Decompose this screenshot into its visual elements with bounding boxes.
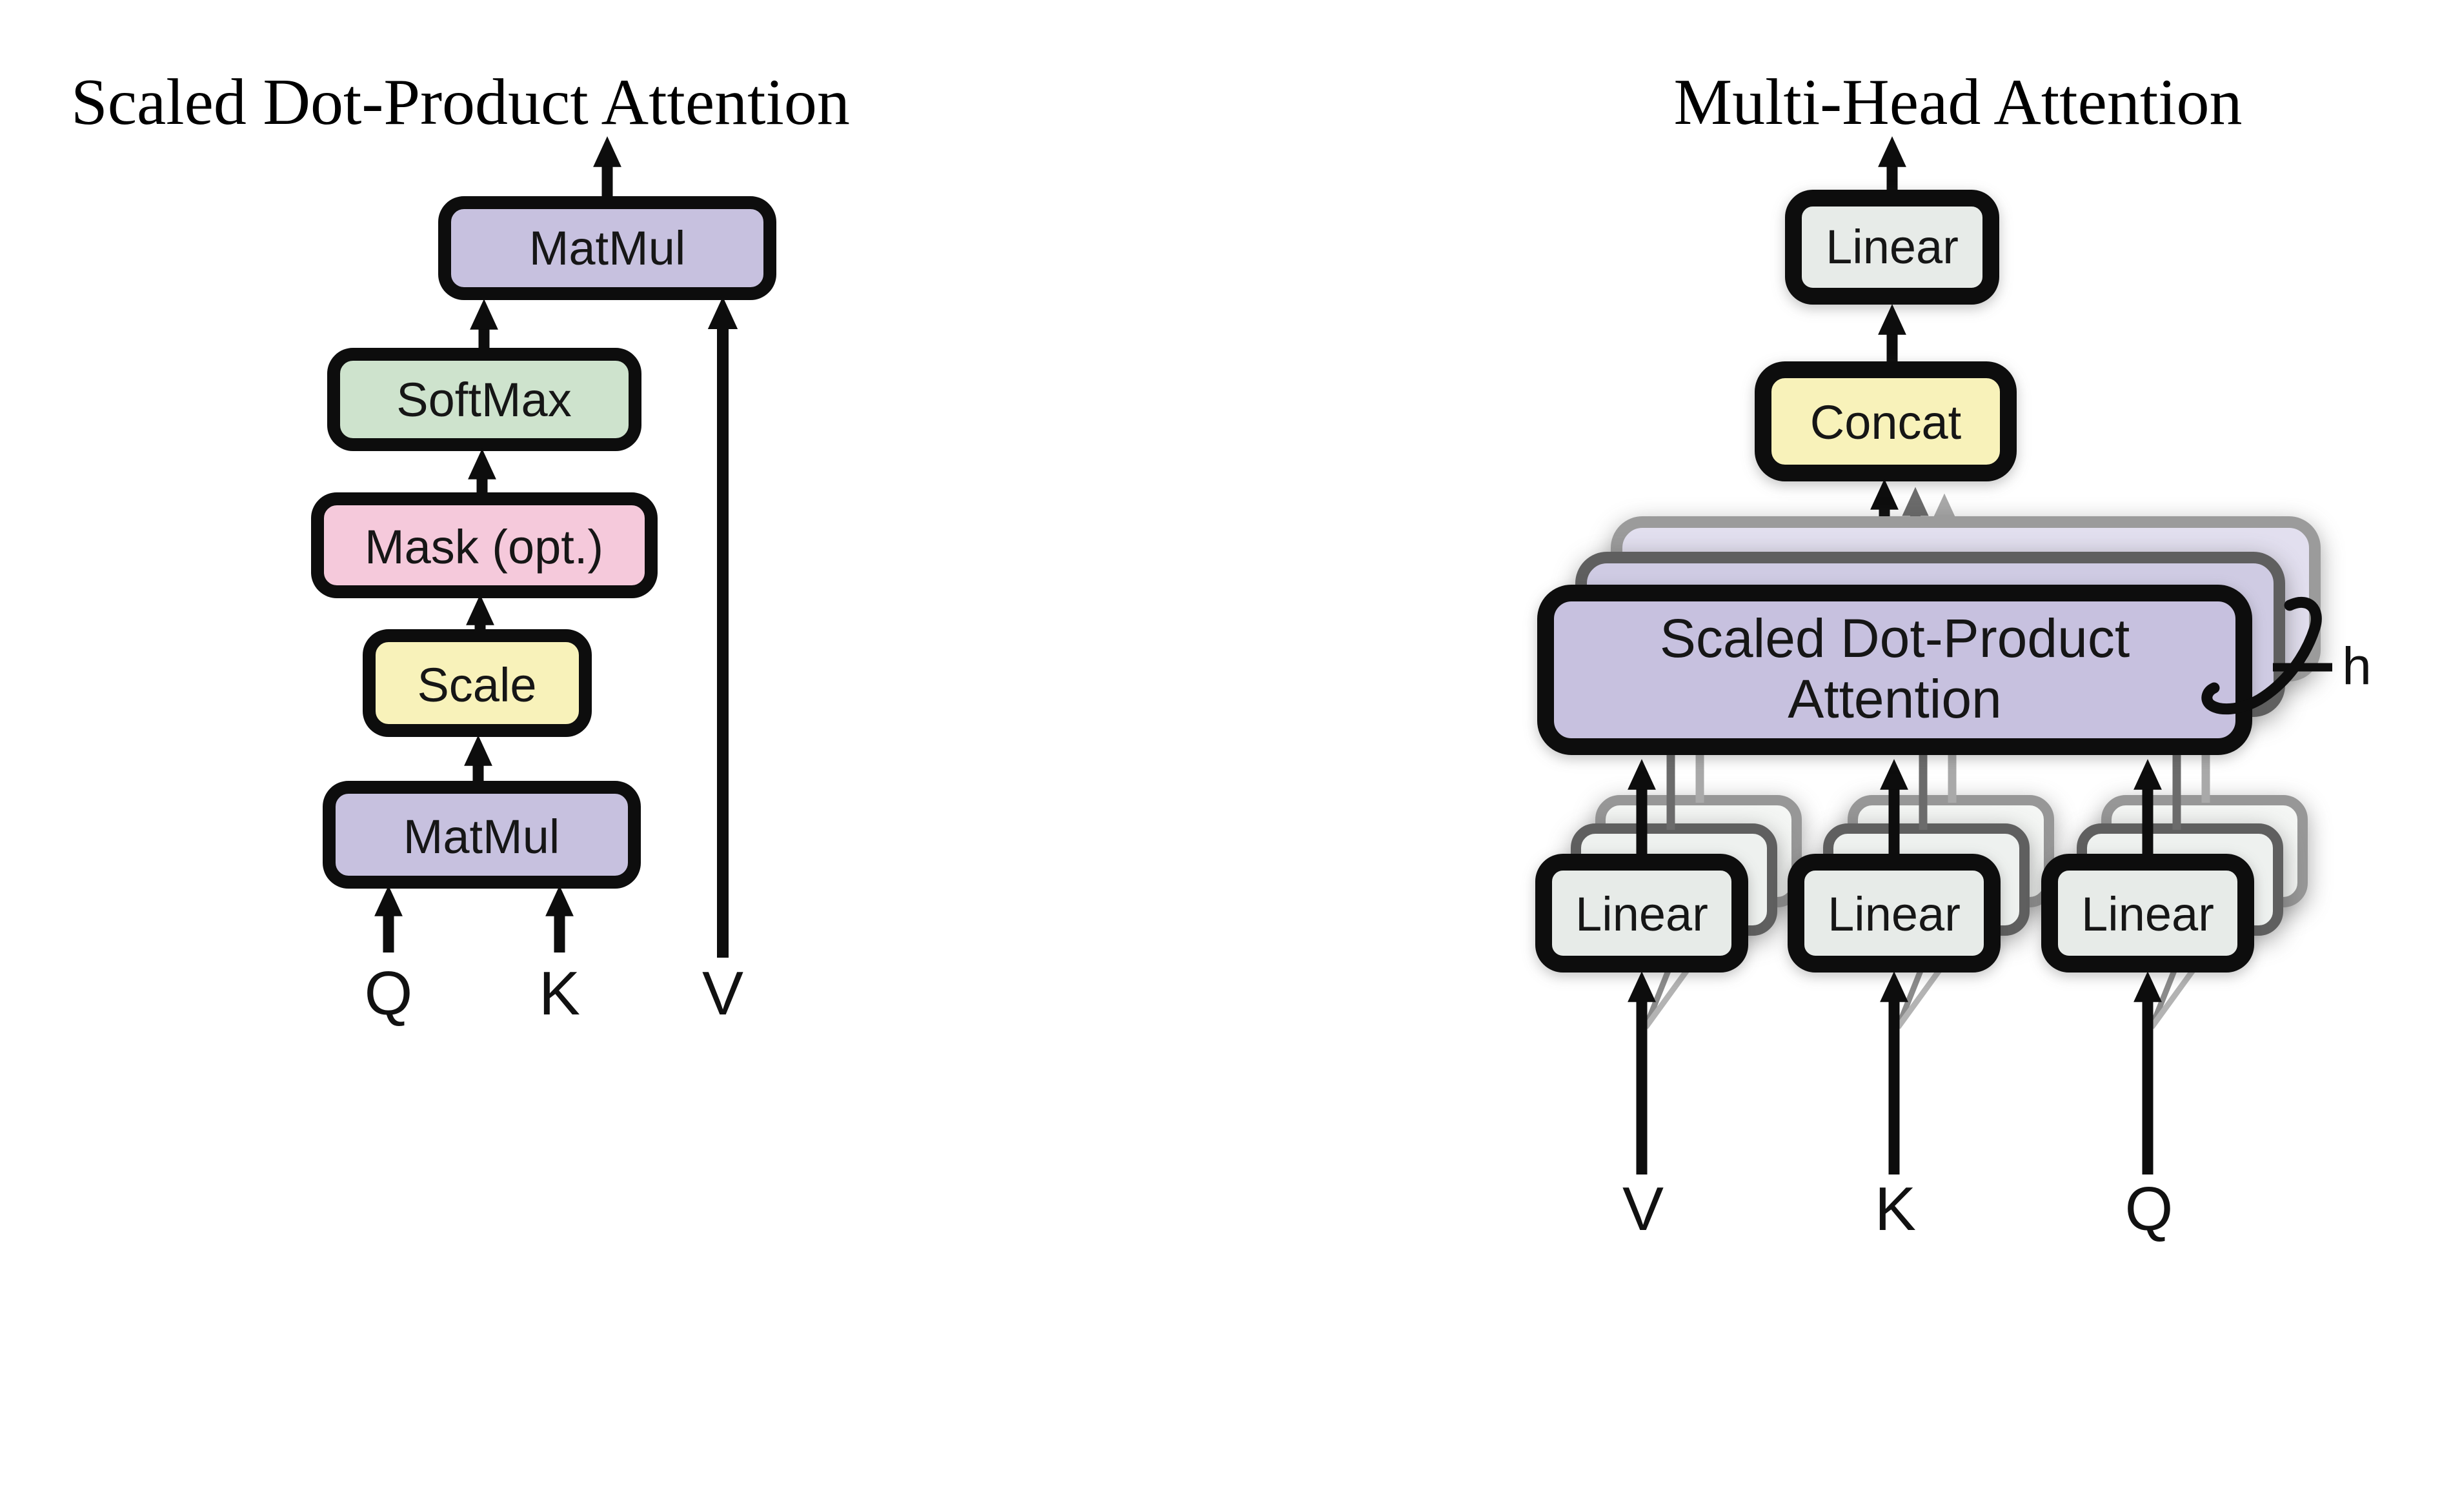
box-softmax-label: SoftMax — [396, 373, 571, 427]
box-linear-out — [1785, 190, 1999, 305]
left-title: Scaled Dot-Product Attention — [71, 66, 850, 139]
box-linear-k-label: Linear — [1828, 887, 1961, 941]
box-scale — [363, 629, 592, 737]
sdpa-stack: Scaled Dot-Product Attention — [1537, 516, 2321, 755]
label-q-right: Q — [2125, 1174, 2174, 1244]
box-sdpa-label-line1: Scaled Dot-Product — [1660, 608, 2130, 669]
h-stack-curve-arrow — [2201, 596, 2322, 715]
heads-annotation: h — [2201, 596, 2372, 715]
label-v-right: V — [1622, 1174, 1664, 1244]
box-linear-out-label: Linear — [1826, 220, 1959, 274]
box-concat-label: Concat — [1810, 396, 1962, 449]
scaled-dot-product-attention-diagram: Scaled Dot-Product Attention MatMul Soft… — [71, 66, 850, 1028]
box-scale-label: Scale — [417, 658, 536, 712]
box-mask-label: Mask (opt.) — [365, 520, 603, 574]
box-sdpa-label-line2: Attention — [1788, 669, 2002, 729]
box-concat — [1755, 361, 2017, 481]
label-q: Q — [365, 959, 413, 1028]
label-k: K — [539, 959, 580, 1028]
box-linear-v-label: Linear — [1575, 887, 1708, 941]
box-matmul-bottom — [323, 781, 641, 889]
box-matmul-top-label: MatMul — [529, 221, 686, 275]
right-title: Multi-Head Attention — [1673, 66, 2242, 139]
box-sdpa — [1537, 585, 2252, 755]
label-h: h — [2342, 637, 2372, 696]
multi-head-attention-diagram: Multi-Head Attention Linear Concat Linea… — [1535, 66, 2372, 1244]
box-softmax — [327, 348, 641, 451]
box-linear-q-label: Linear — [2081, 887, 2214, 941]
box-mask — [311, 492, 658, 598]
linear-q-stack: Linear Q — [2041, 752, 2308, 1244]
label-k-right: K — [1875, 1174, 1916, 1244]
box-matmul-bottom-label: MatMul — [403, 810, 560, 863]
box-matmul-top — [438, 196, 776, 300]
linear-k-stack: Linear K — [1788, 752, 2054, 1244]
linear-v-stack: Linear V — [1535, 752, 1802, 1244]
label-v: V — [702, 959, 743, 1028]
